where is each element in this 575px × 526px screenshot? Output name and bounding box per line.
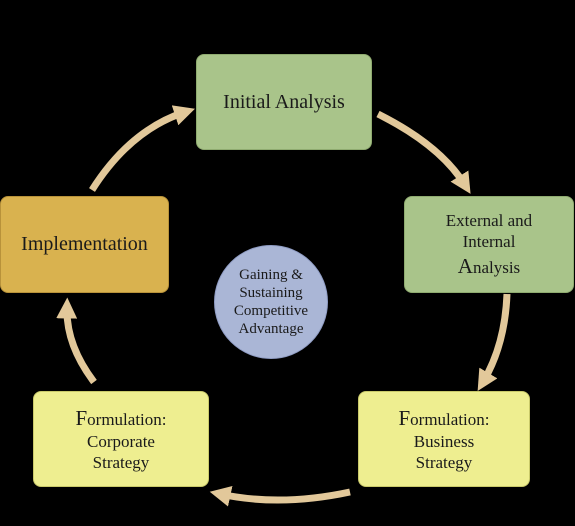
arrow-business-to-corporate <box>209 485 351 507</box>
stage-corporate-line-1: Formulation: <box>75 405 167 430</box>
stage-business-line-2: Business <box>413 431 475 451</box>
stage-formulation-corporate: Formulation: Corporate Strategy <box>33 391 209 487</box>
stage-initial-analysis: Initial Analysis <box>196 54 372 150</box>
stage-business-line-3: Strategy <box>415 453 473 473</box>
stage-implementation: Implementation <box>0 196 169 293</box>
arrow-corporate-to-implementation <box>56 297 97 385</box>
stage-external-line-3: Analysis <box>457 253 521 278</box>
center-line-1: Gaining & <box>239 267 303 283</box>
stage-external-line-1: External and <box>445 211 533 231</box>
center-line-2: Sustaining <box>239 285 303 301</box>
arrow-implementation-to-initial <box>89 105 195 192</box>
stage-external-internal-analysis: External and Internal Analysis <box>404 196 574 293</box>
arrow-external-to-business <box>477 293 511 392</box>
stage-business-line-1: Formulation: <box>398 405 490 430</box>
center-competitive-advantage: Gaining & Sustaining Competitive Advanta… <box>214 245 328 359</box>
center-line-4: Advantage <box>238 321 304 337</box>
stage-formulation-business: Formulation: Business Strategy <box>358 391 530 487</box>
stage-corporate-line-2: Corporate <box>87 431 155 451</box>
stage-corporate-line-3: Strategy <box>92 453 150 473</box>
stage-implementation-label: Implementation <box>21 233 148 255</box>
arrow-initial-to-external <box>376 110 471 194</box>
center-line-3: Competitive <box>233 303 309 319</box>
stage-external-line-2: Internal <box>462 232 516 252</box>
stage-initial-analysis-label: Initial Analysis <box>223 90 345 113</box>
